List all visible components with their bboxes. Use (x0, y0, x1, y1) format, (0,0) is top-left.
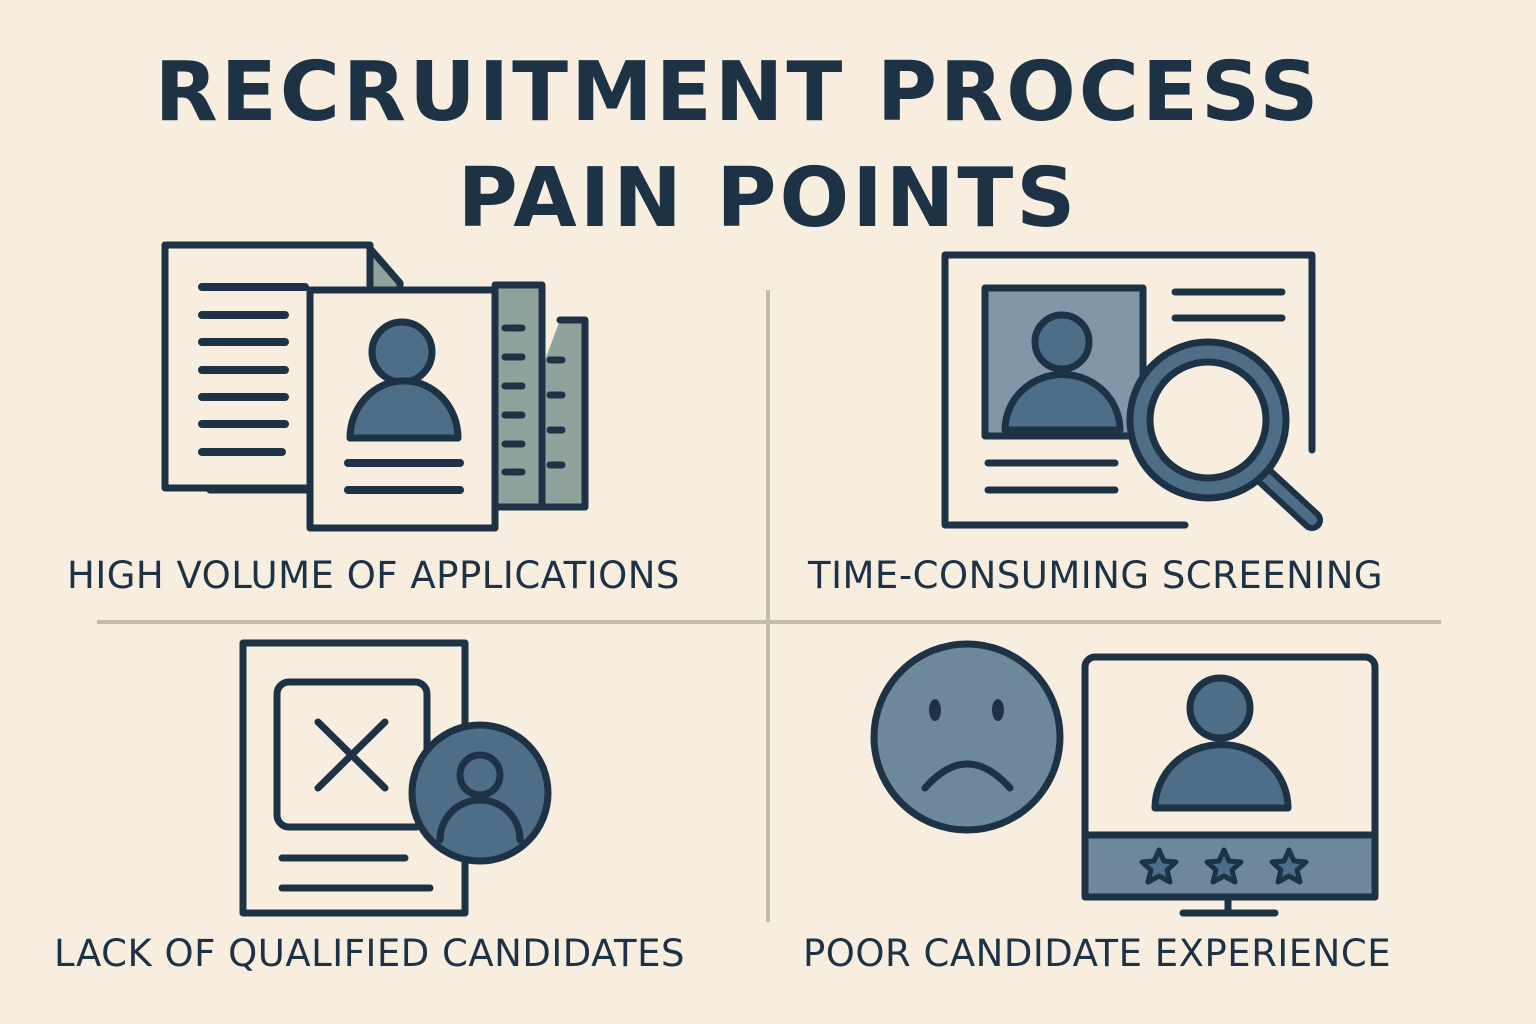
rejected-document-icon (239, 639, 552, 917)
sad-face-monitor-rating-icon (870, 640, 1379, 917)
stacked-resumes-icon (161, 241, 589, 532)
monitor-icon (1081, 653, 1379, 917)
pain-point-label: LACK OF QUALIFIED CANDIDATES (54, 932, 685, 975)
sad-face-icon (870, 640, 1064, 834)
page-title-line1: RECRUITMENT PROCESS (154, 45, 1322, 140)
horizontal-divider (97, 620, 1441, 624)
pain-point-label: POOR CANDIDATE EXPERIENCE (803, 932, 1392, 975)
profile-magnifier-icon (941, 251, 1323, 531)
pain-point-label: TIME-CONSUMING SCREENING (808, 554, 1384, 597)
page-title-line2: PAIN POINTS (457, 151, 1079, 246)
pain-point-label: HIGH VOLUME OF APPLICATIONS (67, 554, 680, 597)
vertical-divider (766, 290, 770, 922)
